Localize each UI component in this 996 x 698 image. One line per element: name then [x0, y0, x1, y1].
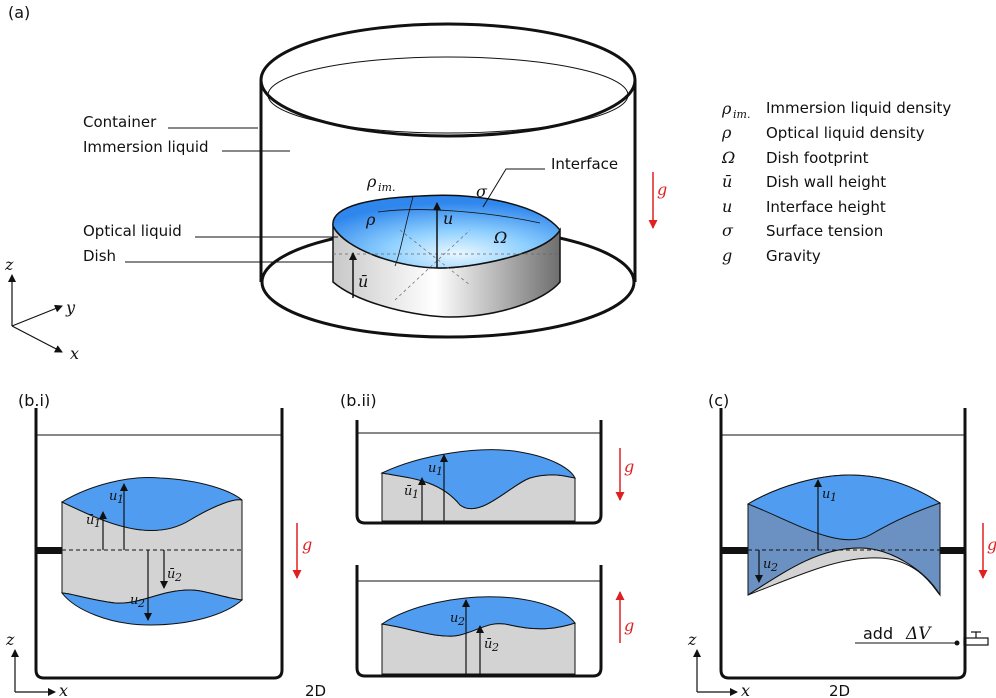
add-label: add	[863, 624, 893, 643]
y-axis-label-a: y	[65, 298, 76, 317]
axes-3d	[8, 274, 63, 353]
legend-symbol-1: ρ	[721, 123, 732, 142]
panel-label-bi: (b.i)	[18, 391, 50, 410]
gravity-symbol-c: g	[987, 535, 996, 554]
legend-text-0: Immersion liquid density	[766, 99, 951, 117]
axes-2d-c	[693, 649, 738, 696]
dish-bii-top	[380, 449, 576, 522]
legend-text-2: Dish footprint	[766, 149, 869, 167]
dish-bii-bottom	[380, 596, 576, 675]
legend-text-6: Gravity	[766, 247, 821, 265]
legend-symbol-4: u	[722, 197, 732, 216]
panel-label-bii: (b.ii)	[340, 391, 377, 410]
ubar1-bi: ū	[86, 513, 94, 528]
dish-c	[721, 474, 965, 597]
rho-symbol: ρ	[365, 210, 376, 229]
rho-im-sub: im.	[378, 181, 395, 194]
u1-bii-sub: 1	[436, 465, 443, 478]
u1-bii: u	[428, 461, 436, 476]
dish-3d	[332, 194, 561, 318]
x-axis-label-a: x	[70, 344, 79, 363]
axes-2d-b	[11, 649, 56, 696]
omega-symbol: Ω	[493, 228, 507, 247]
container-bii-top	[355, 420, 603, 525]
gravity-symbol-bi: g	[302, 535, 312, 554]
x-axis-label-c: x	[741, 681, 750, 698]
legend-symbol-6: g	[722, 246, 732, 265]
legend-text-3: Dish wall height	[766, 173, 886, 191]
legend-text-5: Surface tension	[766, 222, 883, 240]
twoD-label-c: 2D	[829, 682, 850, 698]
u1-c: u	[822, 487, 830, 502]
legend-symbol-5: σ	[722, 221, 734, 240]
panel-label-c: (c)	[708, 391, 729, 410]
delta-v-label: ΔV	[905, 624, 932, 644]
syringe-input	[855, 631, 989, 646]
ubar1-bii: ū	[404, 484, 412, 499]
z-axis-label-c: z	[687, 630, 697, 649]
rho-im-symbol: ρ	[366, 172, 377, 191]
legend-symbol-0: ρ	[721, 99, 732, 118]
u1-c-sub: 1	[830, 491, 837, 504]
z-axis-label-b: z	[5, 630, 15, 649]
u1-bi-sub: 1	[117, 493, 124, 506]
u2-bi-sub: 2	[137, 597, 145, 610]
container-callout: Container	[83, 113, 157, 131]
z-axis-label-a: z	[4, 255, 14, 274]
legend: ρ im. Immersion liquid density ρ Optical…	[721, 99, 951, 265]
dish-callout: Dish	[83, 247, 116, 265]
u-symbol: u	[443, 209, 453, 228]
u2-bii-sub: 2	[457, 615, 465, 628]
leader-lines	[125, 127, 545, 263]
container-bi	[34, 408, 284, 680]
sigma-symbol: σ	[476, 182, 488, 201]
optical-liquid-callout: Optical liquid	[83, 222, 182, 240]
legend-sub-0: im.	[733, 108, 750, 121]
double-dish-bi	[36, 476, 244, 626]
panel-label-a: (a)	[8, 3, 30, 22]
x-axis-label-b: x	[59, 681, 68, 698]
twoD-label-b: 2D	[305, 682, 326, 698]
ubar2-bi-sub: 2	[174, 571, 182, 584]
interface-callout: Interface	[551, 155, 618, 173]
u2-c: u	[763, 557, 771, 572]
legend-text-4: Interface height	[766, 198, 886, 216]
legend-text-1: Optical liquid density	[766, 124, 925, 142]
ubar2-bii: ū	[484, 637, 492, 652]
u2-bi: u	[130, 593, 138, 608]
u2-c-sub: 2	[770, 561, 778, 574]
gravity-symbol-a: g	[657, 180, 667, 199]
gravity-symbol-bii-top: g	[624, 457, 634, 476]
u1-bi: u	[109, 489, 117, 504]
u2-bii: u	[450, 611, 458, 626]
gravity-symbol-bii-bottom: g	[624, 616, 634, 635]
ubar-symbol: ū	[358, 272, 368, 291]
container-c	[719, 408, 967, 680]
legend-symbol-2: Ω	[721, 148, 735, 167]
ubar1-bii-sub: 1	[412, 488, 419, 501]
ubar1-bi-sub: 1	[94, 517, 101, 530]
ubar2-bi: ū	[167, 567, 175, 582]
immersion-liquid-callout: Immersion liquid	[83, 138, 209, 156]
container-bii-bottom	[355, 565, 603, 678]
ubar2-bii-sub: 2	[491, 641, 499, 654]
legend-symbol-3: ū	[722, 172, 732, 191]
